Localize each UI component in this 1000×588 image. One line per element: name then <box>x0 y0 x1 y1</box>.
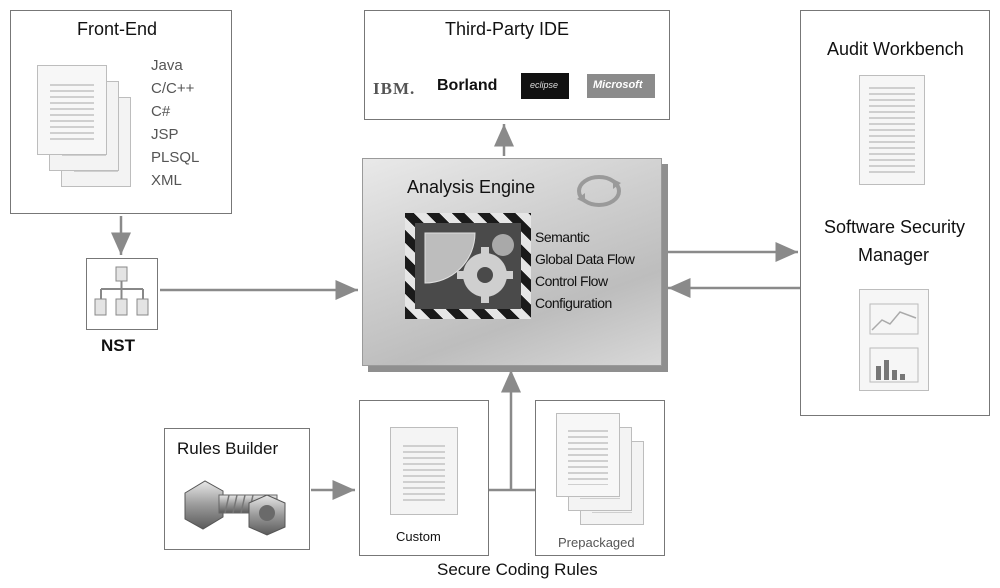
engine-title: Analysis Engine <box>407 177 536 197</box>
ide-title: Third-Party IDE <box>445 19 570 39</box>
custom-rules-label: Custom <box>396 529 441 544</box>
language-csharp: C# <box>151 103 171 120</box>
analyzer-configuration: Configuration <box>535 295 612 311</box>
gears-icon <box>424 232 514 303</box>
audit-report-icon <box>859 75 925 185</box>
prepackaged-docs-icon <box>554 413 650 529</box>
ibm-logo: IBM. <box>373 79 416 98</box>
eclipse-logo: eclipse <box>521 73 569 99</box>
language-xml: XML <box>151 172 182 189</box>
custom-rules-doc-icon <box>390 427 458 515</box>
microsoft-logo-text: Microsoft <box>593 79 643 91</box>
front-end-box: Front-End Java C/C++ C# JSP PLSQL XML <box>10 10 232 214</box>
analyzer-semantic: Semantic <box>535 229 590 245</box>
prepackaged-rules-box: Prepackaged <box>535 400 665 556</box>
ssm-title-line1: Software Security <box>824 217 966 237</box>
language-java: Java <box>151 57 183 74</box>
tree-icon <box>94 266 149 316</box>
prepackaged-rules-label: Prepackaged <box>558 535 635 550</box>
third-party-ide-box: Third-Party IDE IBM. Borland eclipse Mic… <box>364 10 670 120</box>
eclipse-logo-text: eclipse <box>530 80 559 90</box>
audit-workbench-title: Audit Workbench <box>827 39 964 59</box>
gears-window <box>415 223 521 309</box>
ssm-dashboard-icon <box>859 289 929 391</box>
language-jsp: JSP <box>151 126 179 143</box>
language-plsql: PLSQL <box>151 149 200 166</box>
front-end-title: Front-End <box>77 19 158 39</box>
bolt-and-nut-icon <box>184 480 286 536</box>
microsoft-logo: Microsoft <box>587 74 655 98</box>
hazard-frame <box>405 213 531 319</box>
nst-label: NST <box>101 336 135 355</box>
rules-builder-title: Rules Builder <box>177 439 279 458</box>
borland-logo: Borland <box>437 77 498 94</box>
chart-icon <box>869 303 919 383</box>
analyzer-global-data-flow: Global Data Flow <box>535 251 635 267</box>
analysis-engine-panel: Analysis Engine Semantic Global Data Flo… <box>362 158 662 366</box>
reporting-panel: Audit Workbench Software Security Manage… <box>800 10 990 416</box>
rules-builder-box: Rules Builder <box>164 428 310 550</box>
source-files-icon <box>35 63 135 193</box>
language-c-cpp: C/C++ <box>151 80 195 97</box>
analyzer-control-flow: Control Flow <box>535 273 608 289</box>
ssm-title-line2: Manager <box>858 245 930 265</box>
refresh-cycle-icon <box>577 175 621 207</box>
secure-coding-rules-caption: Secure Coding Rules <box>437 560 598 579</box>
custom-rules-box: Custom <box>359 400 489 556</box>
nst-box <box>86 258 158 330</box>
